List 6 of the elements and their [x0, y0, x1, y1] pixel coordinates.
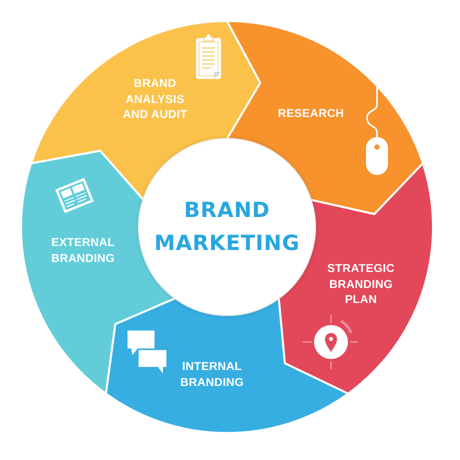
center-title: BRAND MARKETING — [153, 197, 301, 257]
segment-label: BRAND ANALYSIS AND AUDIT — [122, 77, 188, 123]
segment-label: INTERNAL BRANDING — [179, 360, 245, 390]
segment-label: STRATEGIC BRANDING PLAN — [326, 262, 396, 308]
segment-label: RESEARCH — [276, 107, 346, 122]
segment-label: EXTERNAL BRANDING — [50, 236, 116, 266]
